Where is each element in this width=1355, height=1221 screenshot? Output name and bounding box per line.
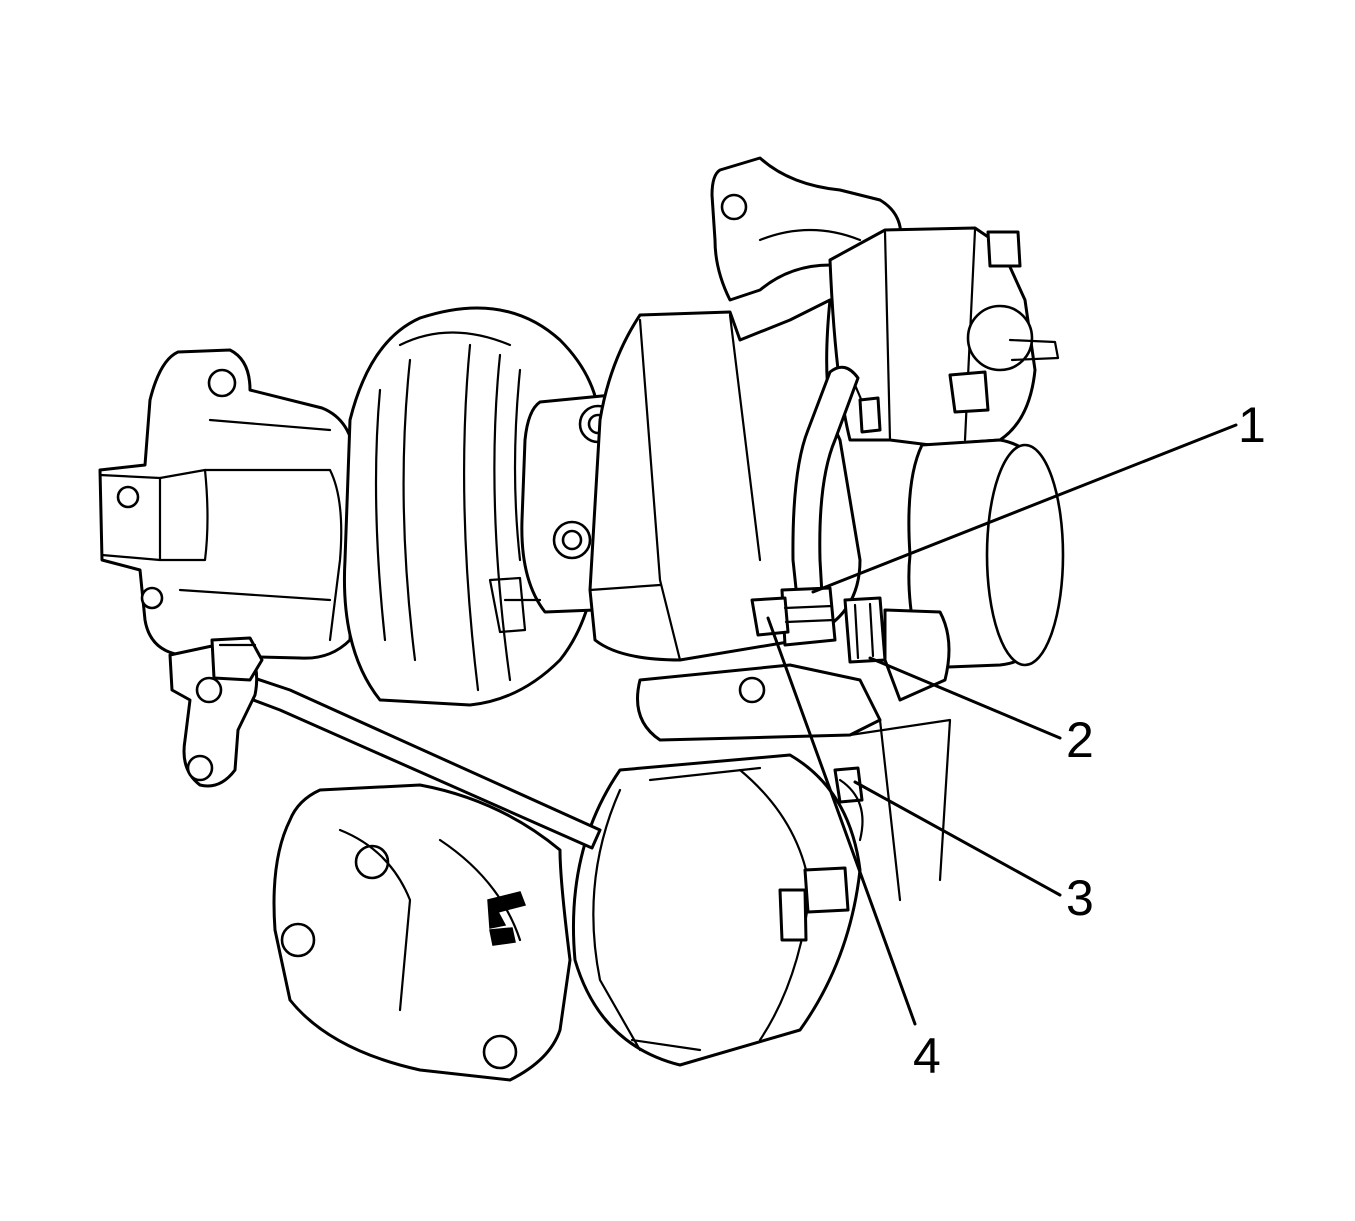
turbine-inlet-flange <box>272 783 572 1082</box>
callout-2: 2 <box>1066 712 1094 768</box>
actuator-rod <box>168 636 602 850</box>
compressor-outlet-flange <box>710 156 903 302</box>
callout-4: 4 <box>913 1028 941 1084</box>
actuator-bracket <box>636 663 952 902</box>
wastegate-actuator <box>571 753 862 1067</box>
exhaust-outlet-flange <box>98 348 357 660</box>
callout-leaders <box>766 423 1238 1026</box>
callout-3: 3 <box>1066 870 1094 926</box>
leader-4 <box>766 616 917 1026</box>
vacuum-hose <box>791 365 882 600</box>
leader-3 <box>853 780 1062 897</box>
compressor-housing <box>828 226 1060 447</box>
leader-2 <box>868 656 1062 740</box>
callout-1: 1 <box>1238 397 1266 453</box>
leader-1 <box>811 423 1238 594</box>
hose-clamp-assembly <box>750 586 951 702</box>
callout-labels: 1 2 3 4 <box>913 397 1266 1084</box>
bracket-detail <box>833 766 864 842</box>
